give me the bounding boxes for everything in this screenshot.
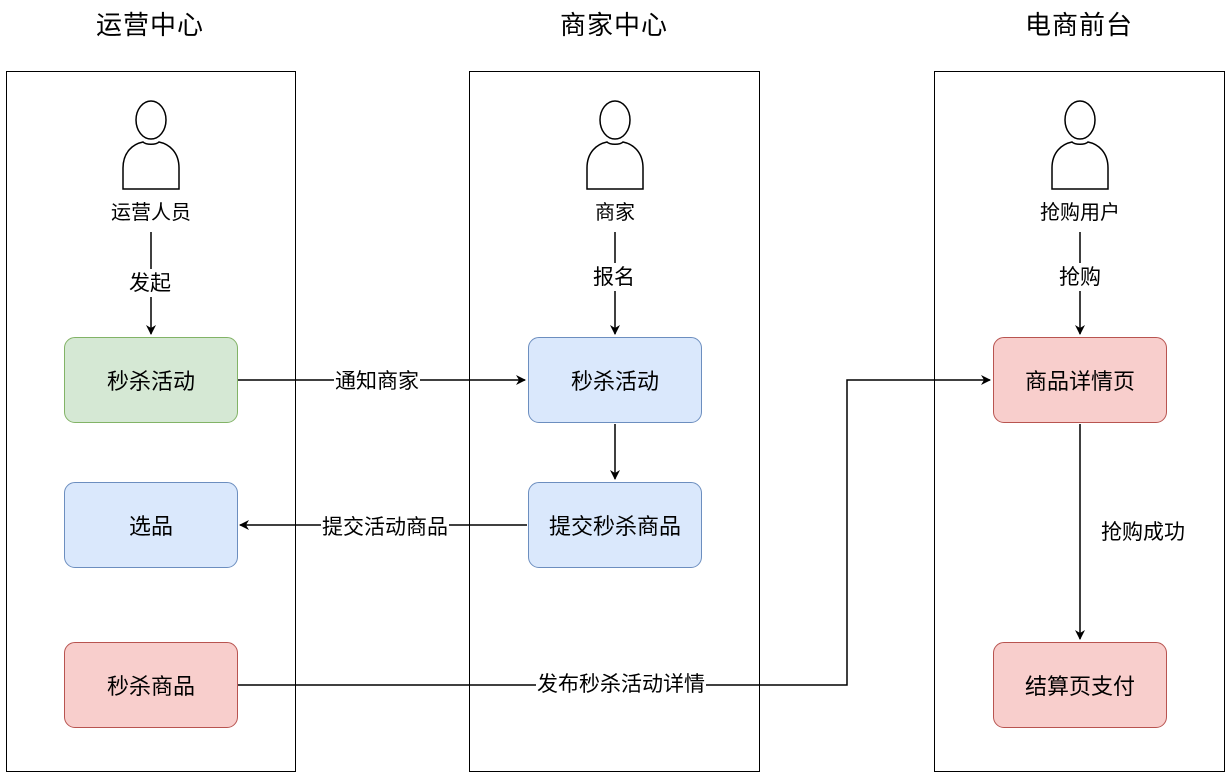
merchant-center-title: 商家中心 <box>559 11 668 41</box>
edge-label-register: 报名 <box>592 263 636 291</box>
ops-center-title: 运营中心 <box>95 11 204 41</box>
person-icon <box>586 100 644 190</box>
ops-flash-goods-node[interactable]: 秒杀商品 <box>64 642 238 728</box>
person-icon <box>122 100 180 190</box>
merchant-label: 商家 <box>595 200 635 224</box>
edge-label-snap-success: 抢购成功 <box>1100 518 1186 546</box>
merchant-center-panel <box>469 71 760 772</box>
ops-center-panel <box>6 71 296 772</box>
ops-product-selection-node[interactable]: 选品 <box>64 482 238 568</box>
edge-label-snap-up: 抢购 <box>1058 263 1102 291</box>
product-detail-page-node[interactable]: 商品详情页 <box>993 337 1167 423</box>
merchant-flash-sale-node[interactable]: 秒杀活动 <box>528 337 702 423</box>
edge-label-initiate: 发起 <box>128 269 172 297</box>
edge-label-publish-details: 发布秒杀活动详情 <box>536 670 706 698</box>
ops-staff-label: 运营人员 <box>111 200 191 224</box>
shopper-label: 抢购用户 <box>1040 200 1120 224</box>
person-icon <box>1051 100 1109 190</box>
edge-label-notify-merchant: 通知商家 <box>334 367 420 395</box>
edge-label-submit-goods: 提交活动商品 <box>321 513 449 541</box>
merchant-submit-goods-node[interactable]: 提交秒杀商品 <box>528 482 702 568</box>
ops-flash-sale-node[interactable]: 秒杀活动 <box>64 337 238 423</box>
storefront-panel <box>934 71 1225 772</box>
storefront-title: 电商前台 <box>1024 11 1133 41</box>
checkout-payment-node[interactable]: 结算页支付 <box>993 642 1167 728</box>
